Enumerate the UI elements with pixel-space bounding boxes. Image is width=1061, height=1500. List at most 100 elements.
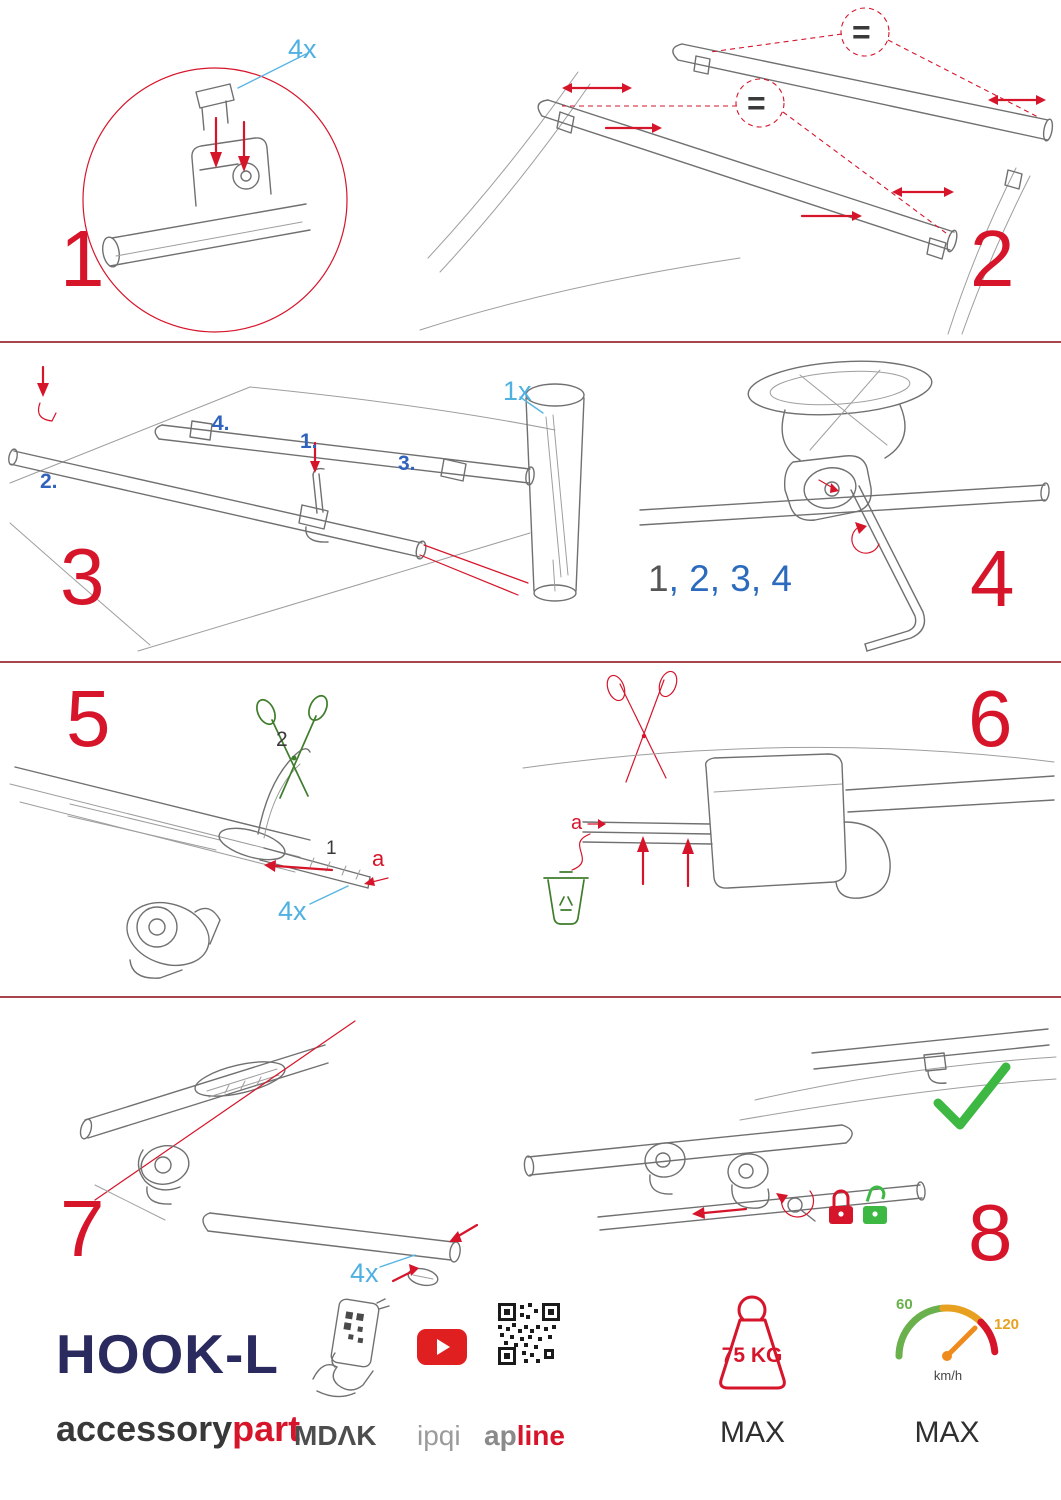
padlock-open-icon bbox=[863, 1185, 887, 1224]
clamp-body bbox=[783, 455, 872, 521]
clamp-foot bbox=[126, 901, 221, 979]
partner-apline: apline bbox=[484, 1420, 565, 1452]
pull-arrow-icon bbox=[264, 860, 389, 886]
checkmark-icon bbox=[933, 1062, 1011, 1130]
clamp-foot bbox=[94, 1145, 190, 1221]
qr-code-icon bbox=[498, 1303, 560, 1365]
step3-number: 3 bbox=[60, 532, 104, 621]
roof-rails bbox=[419, 71, 1031, 335]
allen-key-icon bbox=[312, 467, 325, 514]
step2-illustration bbox=[419, 7, 1054, 335]
step5-strip-order-label: 1 bbox=[326, 838, 337, 859]
pointer-line-2 bbox=[419, 554, 519, 596]
step5-quantity-label: 4x bbox=[278, 896, 307, 926]
section-divider-1 bbox=[0, 341, 1061, 343]
apline-suffix: line bbox=[516, 1420, 565, 1451]
step6-number: 6 bbox=[968, 674, 1012, 763]
brand-suffix: part bbox=[232, 1408, 301, 1449]
speed-max-label: MAX bbox=[914, 1416, 980, 1449]
leader-line bbox=[519, 396, 544, 414]
pointer-line bbox=[423, 544, 529, 584]
mounting-bracket-icon bbox=[195, 83, 235, 131]
sequence-done-label: 1 bbox=[648, 558, 669, 599]
roof-rail bbox=[639, 482, 1050, 526]
sequence-remaining-label: , 2, 3, 4 bbox=[668, 558, 792, 599]
insert-down-arrow-icon bbox=[210, 116, 250, 172]
step8-illustration bbox=[523, 1028, 1057, 1231]
max-load-value: 75 KG bbox=[721, 1344, 783, 1367]
step4-sequence: 1, 2, 3, 4 bbox=[648, 558, 792, 600]
step5-ref-label: a bbox=[372, 846, 385, 871]
step6-ref-label: a bbox=[571, 812, 583, 834]
step6-illustration bbox=[522, 670, 1055, 925]
clamp-cover bbox=[704, 753, 1055, 899]
roof-outline bbox=[9, 386, 556, 652]
insert-arrows-icon bbox=[391, 1223, 479, 1283]
section-divider-3 bbox=[0, 996, 1061, 998]
section-divider-2 bbox=[0, 661, 1061, 663]
leader-line bbox=[237, 53, 307, 89]
step7-illustration bbox=[79, 1020, 479, 1287]
zoom-circle bbox=[82, 67, 348, 333]
tighten-arrow-icon bbox=[310, 441, 320, 473]
step5-illustration bbox=[9, 694, 389, 979]
step3-order-2-label: 2. bbox=[40, 470, 58, 493]
bar-cross-section bbox=[747, 360, 933, 461]
step5-number: 5 bbox=[66, 674, 110, 763]
partner-mdak: MDΛK bbox=[294, 1420, 377, 1451]
crossbar-front bbox=[8, 448, 427, 560]
step5-cut-order-label: 2 bbox=[276, 728, 288, 751]
step1-quantity-label: 4x bbox=[288, 34, 317, 64]
step3-order-3-label: 3. bbox=[398, 452, 416, 475]
crossbar-rear bbox=[672, 43, 1054, 190]
max-load-weight-icon bbox=[719, 1295, 786, 1390]
push-up-arrows-icon bbox=[637, 836, 694, 888]
phone-qr-scan-icon bbox=[312, 1298, 390, 1398]
rotate-arrow-icon bbox=[818, 479, 880, 554]
youtube-play-icon bbox=[417, 1329, 467, 1365]
equal-spacing-mid-label: = bbox=[747, 85, 766, 121]
brand-prefix: accessory bbox=[56, 1408, 233, 1449]
allen-key-icon bbox=[850, 485, 926, 652]
step8-number: 8 bbox=[968, 1188, 1012, 1277]
crossbar-rear bbox=[154, 420, 535, 486]
padlock-closed-icon bbox=[829, 1189, 853, 1224]
step1-illustration bbox=[82, 53, 348, 333]
max-load-label: MAX bbox=[719, 1416, 785, 1449]
step4-illustration bbox=[639, 360, 1050, 652]
step3-quantity-label: 1x bbox=[503, 376, 532, 406]
speed-unit-label: km/h bbox=[933, 1368, 963, 1383]
fabric-sleeve bbox=[525, 383, 585, 602]
bar-with-opening bbox=[79, 1044, 329, 1140]
lock-key-icon bbox=[776, 1190, 816, 1222]
bar-end-cap bbox=[202, 1212, 461, 1287]
slide-arrow-icon bbox=[692, 1207, 748, 1219]
step3-illustration bbox=[8, 365, 585, 652]
step2-number: 2 bbox=[970, 214, 1014, 303]
trash-recycle-icon bbox=[543, 871, 589, 925]
place-arrow-icon bbox=[37, 365, 57, 422]
step7-number: 7 bbox=[60, 1184, 104, 1273]
speed-max-value-label: 120 bbox=[994, 1316, 1020, 1333]
speedometer-icon bbox=[895, 1304, 999, 1361]
step4-number: 4 bbox=[970, 534, 1014, 623]
leader-line bbox=[379, 1254, 416, 1268]
discard-cord bbox=[571, 819, 606, 871]
product-logo: HOOK-L bbox=[56, 1323, 279, 1385]
equal-spacing-top-label: = bbox=[852, 14, 871, 50]
leader-line bbox=[309, 885, 349, 905]
roof-edge bbox=[9, 766, 311, 873]
alignment-line bbox=[94, 1020, 356, 1201]
mounted-bar-check bbox=[739, 1028, 1057, 1121]
clamp-body bbox=[191, 137, 272, 207]
apline-prefix: ap bbox=[484, 1420, 517, 1451]
scissors-icon bbox=[606, 670, 678, 783]
speed-min-label: 60 bbox=[896, 1296, 913, 1313]
scissors-icon bbox=[256, 694, 328, 799]
partner-ipqi: ipqi bbox=[417, 1420, 461, 1451]
assembled-bar bbox=[523, 1124, 926, 1231]
step3-order-4-label: 4. bbox=[212, 412, 230, 435]
adjust-arrows-icon bbox=[562, 83, 1046, 221]
crossbar-front bbox=[537, 99, 958, 260]
